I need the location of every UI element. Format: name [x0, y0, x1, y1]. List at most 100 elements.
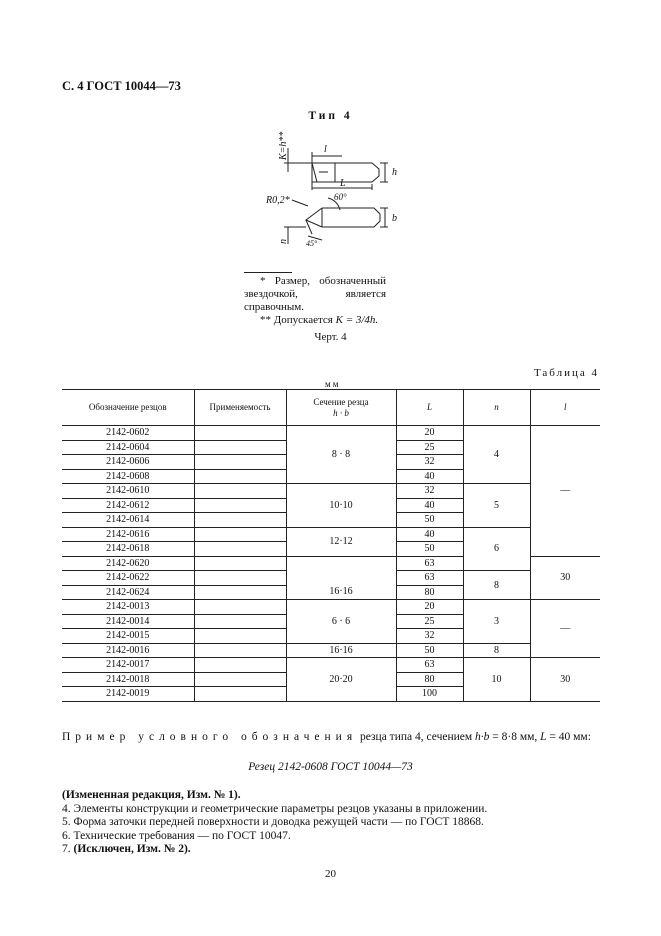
table-cell: 2142-0612: [62, 498, 194, 513]
table-cell: 2142-0019: [62, 686, 194, 702]
footnote-rule: [244, 272, 292, 273]
table-cell: [193, 672, 286, 687]
items-list: (Измененная редакция, Изм. № 1). 4. Элем…: [62, 789, 602, 857]
cutter-top-bevel: [311, 162, 318, 183]
table-cell: [193, 657, 286, 673]
table-cell: 100: [395, 686, 463, 702]
table-cell: 2142-0614: [62, 512, 194, 528]
cutter-bottom-tip: [305, 207, 323, 228]
table-cell: 30: [529, 556, 600, 600]
table-cell: 2142-0624: [62, 585, 194, 600]
table-cell: [193, 498, 286, 513]
table-cell: 2142-0620: [62, 556, 194, 571]
table-cell: 32: [395, 628, 463, 644]
dim-r-leader: [291, 199, 309, 207]
table-cell: 2142-0014: [62, 614, 194, 629]
table-cell: 8: [462, 570, 530, 600]
table-cell: 2142-0013: [62, 599, 194, 615]
table-cell: 20·20: [285, 657, 396, 702]
table-cell: [193, 541, 286, 557]
th-application: Применяемость: [193, 389, 286, 426]
label-b: b: [392, 213, 397, 224]
table-cell: 3: [462, 599, 530, 644]
table-caption: Таблица 4: [533, 367, 599, 379]
label-angle2: 45°: [306, 239, 318, 248]
label-h: h: [392, 167, 397, 178]
table-cell: 10·10: [285, 483, 396, 528]
table-header-row: Обозначение резцов Применяемость Сечение…: [62, 389, 600, 426]
table-cell: 6: [462, 527, 530, 571]
designation-example: Пример условного обозначения резца типа …: [62, 731, 591, 743]
table-cell: [193, 425, 286, 441]
table-cell: 2142-0016: [62, 643, 194, 658]
table-cell: 50: [395, 643, 463, 658]
table-cell: 2142-0616: [62, 527, 194, 542]
designation-formula: Резец 2142-0608 ГОСТ 10044—73: [248, 761, 413, 773]
th-L: L: [395, 389, 463, 426]
table-cell: 12·12: [285, 527, 396, 557]
table-cell: 50: [395, 512, 463, 528]
table-cell: [193, 454, 286, 470]
table-cell: [193, 614, 286, 629]
drawing-caption: Черт. 4: [314, 331, 347, 343]
item-6: 6. Технические требования — по ГОСТ 1004…: [62, 829, 291, 842]
th-code: Обозначение резцов: [62, 389, 194, 426]
table-row: 2142-0610 10·10 32 5: [62, 483, 600, 528]
cutter-bottom-body: [322, 207, 381, 228]
table-cell: 8 · 8: [285, 425, 396, 484]
table-row: 2142-0602 8 · 8 20 4 —: [62, 425, 600, 557]
table-cell: 20: [395, 599, 463, 615]
th-l: l: [529, 389, 600, 426]
table-cell: 20: [395, 425, 463, 441]
table-row: 2142-0620 16·16 63 30: [62, 556, 600, 600]
label-l: l: [324, 144, 327, 155]
table-cell: 63: [395, 657, 463, 673]
table-row: 2142-0624 80: [62, 585, 600, 600]
table-cell: 6 · 6: [285, 599, 396, 644]
table-cell: 32: [395, 454, 463, 470]
dim-45-leader: [307, 235, 323, 241]
spec-table: Обозначение резцов Применяемость Сечение…: [62, 389, 600, 702]
table-cell: 80: [395, 672, 463, 687]
table-cell: 2142-0604: [62, 440, 194, 455]
table-cell: [193, 686, 286, 702]
table-cell: 25: [395, 614, 463, 629]
table-cell: 80: [395, 585, 463, 600]
table-row: 2142-0612 40: [62, 498, 600, 513]
table-cell: 40: [395, 469, 463, 484]
table-cell: 40: [395, 498, 463, 513]
table-row: 2142-0016 16·16 50 8: [62, 643, 600, 658]
angle-arc: [327, 197, 341, 211]
table-cell: 16·16: [285, 643, 396, 658]
table-cell: 5: [462, 483, 530, 528]
units-label: мм: [325, 379, 341, 389]
table-row: 2142-0017 20·20 63 10 30: [62, 657, 600, 702]
table-cell: [193, 643, 286, 658]
cutter-drawing: K=h** l L h b R0,2* 60° n 45°: [265, 132, 397, 248]
item-5: 5. Форма заточки передней поверхности и …: [62, 816, 484, 828]
footnotes: * Размер, обозначенный звездочкой, являе…: [244, 275, 386, 327]
th-n: n: [462, 389, 530, 426]
revised-note: (Измененная редакция, Изм. № 1).: [62, 789, 241, 801]
table-cell: 16·16: [285, 556, 396, 600]
page-header: С. 4 ГОСТ 10044—73: [62, 79, 181, 93]
label-k: K=h**: [278, 132, 289, 161]
table-row: 2142-0614 50: [62, 512, 600, 528]
table-cell: 2142-0610: [62, 483, 194, 499]
label-L: L: [339, 178, 346, 189]
table-cell: [193, 599, 286, 615]
footnote-1: * Размер, обозначенный звездочкой, являе…: [244, 275, 386, 313]
label-n: n: [278, 239, 289, 244]
table-cell: [193, 570, 286, 586]
table-cell: [193, 512, 286, 528]
table-cell: [193, 628, 286, 644]
table-cell: 30: [529, 657, 600, 702]
table-cell: [193, 469, 286, 484]
table-cell: 63: [395, 556, 463, 571]
table-cell: 40: [395, 527, 463, 542]
